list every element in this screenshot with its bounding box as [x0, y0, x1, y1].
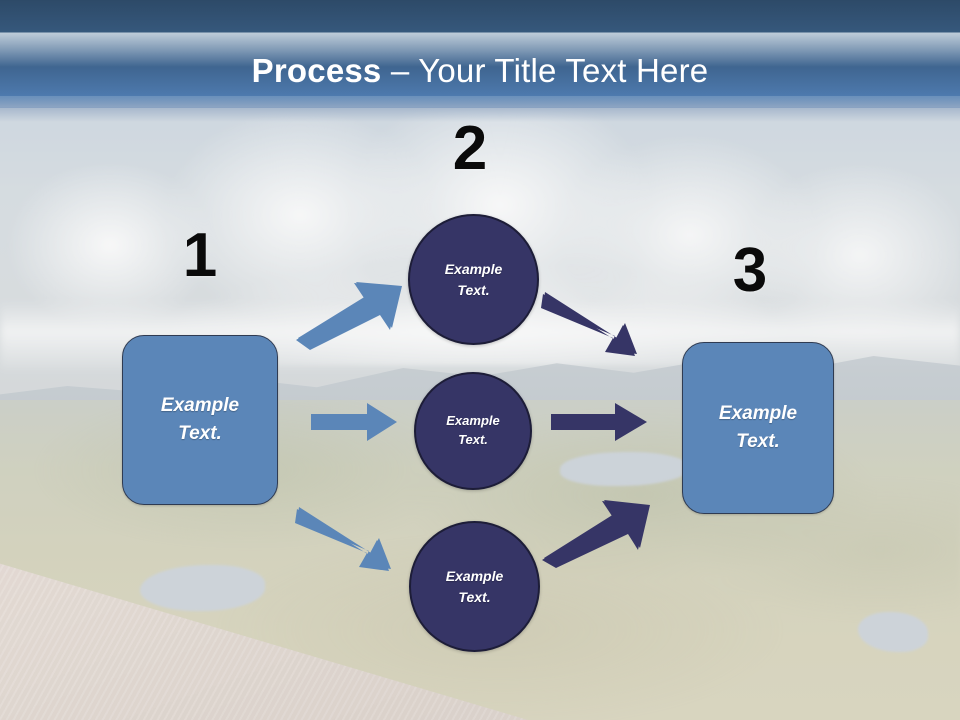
page-title-bold: Process	[251, 52, 382, 89]
process-circle-top[interactable]: Example Text.	[408, 214, 539, 345]
process-circle-bottom[interactable]: Example Text.	[409, 521, 540, 652]
process-box-left[interactable]: Example Text.	[122, 335, 278, 505]
process-box-right-text: Example Text.	[719, 400, 797, 455]
process-circle-middle[interactable]: Example Text.	[414, 372, 532, 490]
process-circle-middle-line1: Example	[446, 413, 500, 429]
arrow-left-down	[295, 505, 409, 573]
arrow-right-mid	[551, 403, 647, 443]
arrow-left-up	[296, 282, 406, 350]
title-bar-fade	[0, 96, 960, 122]
process-circle-bottom-line2: Text.	[458, 588, 491, 605]
page-title-separator: –	[381, 52, 419, 89]
process-box-left-text: Example Text.	[161, 392, 239, 447]
step-number-3: 3	[732, 236, 768, 305]
step-number-2: 2	[452, 114, 488, 183]
process-circle-top-text: Example Text.	[445, 259, 503, 300]
arrow-left-mid	[311, 403, 397, 443]
page-title: Process – Your Title Text Here	[0, 52, 960, 90]
step-number-1: 1	[182, 221, 218, 290]
process-box-left-line2: Text.	[178, 423, 222, 444]
lake-upper	[560, 452, 690, 486]
arrow-right-up	[542, 500, 654, 568]
process-box-right[interactable]: Example Text.	[682, 342, 834, 514]
lake-lower-right	[858, 612, 928, 652]
process-box-right-line1: Example	[718, 403, 798, 425]
page-title-rest: Your Title Text Here	[418, 52, 709, 89]
process-circle-top-line1: Example	[444, 261, 503, 278]
lake-lower-left	[140, 565, 265, 611]
process-circle-top-line2: Text.	[457, 281, 490, 298]
process-circle-bottom-line1: Example	[445, 568, 504, 585]
title-bar	[0, 0, 960, 108]
process-box-left-line1: Example	[160, 395, 240, 417]
process-box-right-line2: Text.	[736, 431, 780, 452]
process-circle-middle-text: Example Text.	[446, 412, 499, 450]
process-circle-bottom-text: Example Text.	[446, 566, 504, 607]
process-circle-middle-line2: Text.	[458, 432, 488, 447]
arrow-right-down	[541, 290, 655, 358]
